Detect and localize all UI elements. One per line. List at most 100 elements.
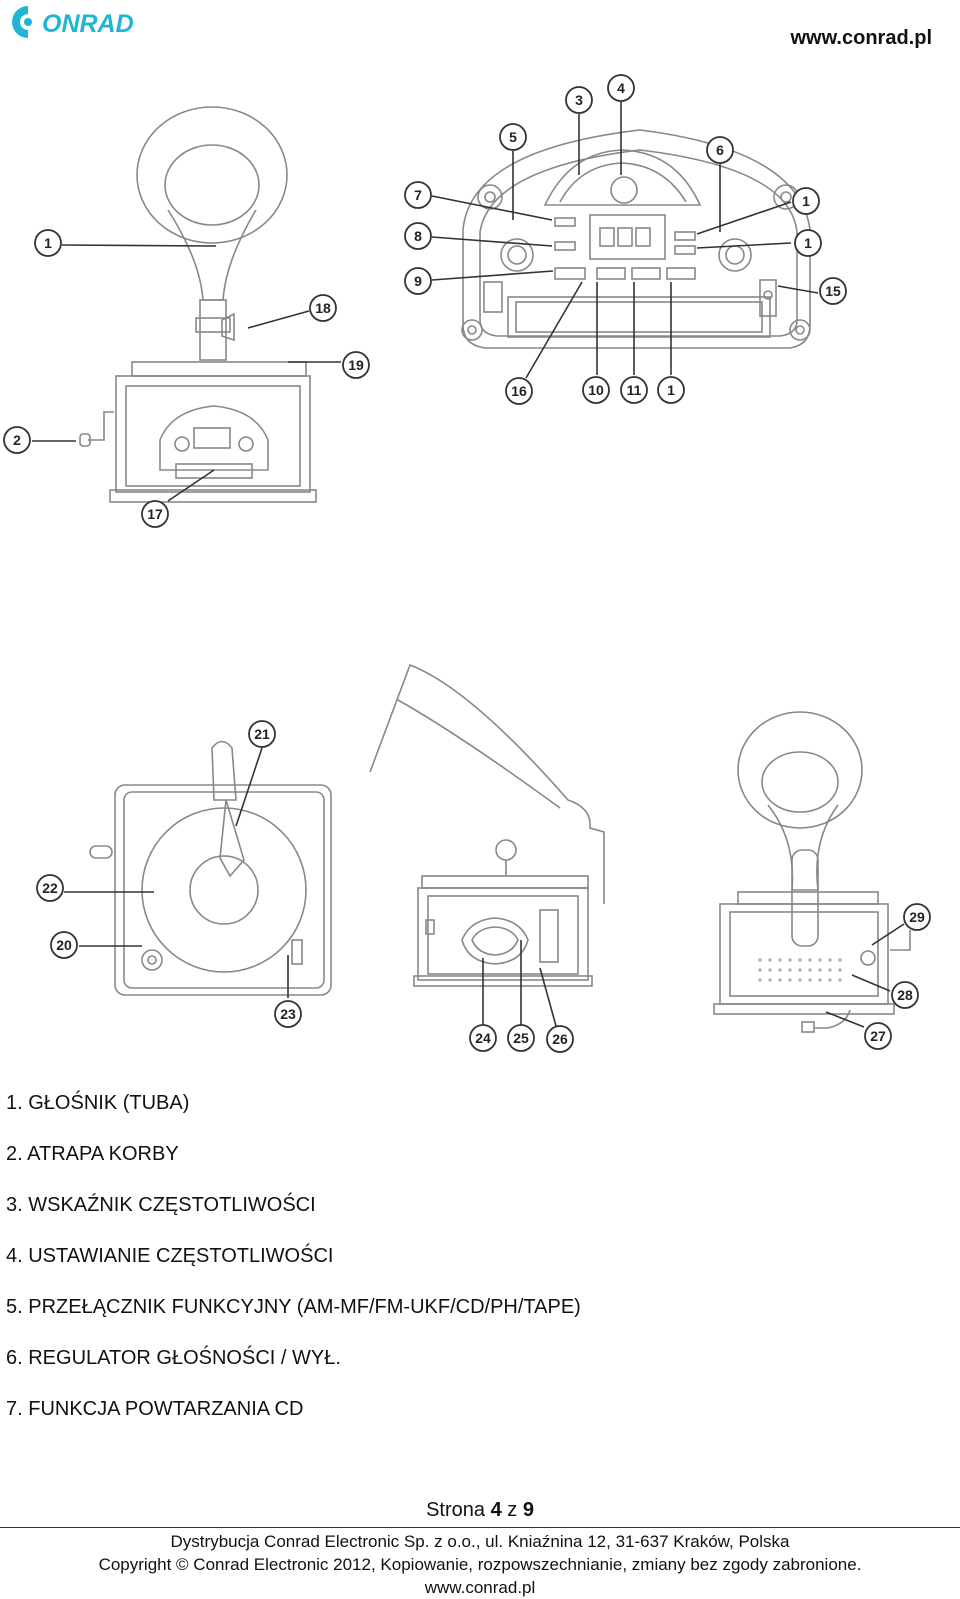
- legend-item: 4. USTAWIANIE CZĘSTOTLIWOŚCI: [6, 1245, 334, 1267]
- callout-number: 9: [414, 273, 422, 289]
- callout-circle: [248, 720, 276, 748]
- callout-circle: [469, 1024, 497, 1052]
- callout-circle: [657, 376, 685, 404]
- callout-number: 20: [56, 937, 72, 953]
- site-url[interactable]: www.conrad.pl: [790, 27, 933, 49]
- callout-marker: 24: [469, 1024, 497, 1052]
- callout-number: 16: [511, 383, 527, 399]
- footer-copyright: Copyright © Conrad Electronic 2012, Kopi…: [98, 1555, 862, 1574]
- callout-circle: [507, 1024, 535, 1052]
- callout-number: 1: [667, 382, 675, 398]
- callout-marker: 17: [141, 500, 169, 528]
- legend-item: 1. GŁOŚNIK (TUBA): [6, 1092, 190, 1114]
- callout-number: 18: [315, 300, 331, 316]
- conrad-logo: ONRAD: [12, 6, 134, 38]
- page-label: Strona: [426, 1499, 485, 1521]
- callout-marker: 4: [607, 74, 635, 102]
- callout-number: 21: [254, 726, 270, 742]
- callout-number: 1: [802, 193, 810, 209]
- callout-number: 1: [804, 235, 812, 251]
- callout-marker: 11: [620, 376, 648, 404]
- callout-marker: 10: [582, 376, 610, 404]
- callout-marker: 19: [342, 351, 370, 379]
- horn-bell: [136, 106, 288, 244]
- callout-number: 25: [513, 1030, 529, 1046]
- callout-circle: [34, 229, 62, 257]
- callout-circle: [546, 1025, 574, 1053]
- callout-circle: [404, 267, 432, 295]
- callout-number: 4: [617, 80, 625, 96]
- callout-marker: 20: [50, 931, 78, 959]
- page-current: 4: [490, 1499, 502, 1521]
- callout-number: 11: [627, 382, 642, 398]
- callout-circle: [404, 222, 432, 250]
- callout-marker: 25: [507, 1024, 535, 1052]
- legend-item: 2. ATRAPA KORBY: [6, 1143, 179, 1165]
- callout-marker: 1: [792, 187, 820, 215]
- callout-circle: [794, 229, 822, 257]
- page-number: Strona 4 z 9: [0, 1499, 960, 1522]
- callout-number: 10: [588, 382, 604, 398]
- callout-marker: 3: [565, 86, 593, 114]
- svg-text:ONRAD: ONRAD: [42, 10, 134, 38]
- callout-number: 17: [147, 506, 163, 522]
- callout-circle: [864, 1022, 892, 1050]
- callout-circle: [141, 500, 169, 528]
- callout-marker: 1: [794, 229, 822, 257]
- legend-item: 3. WSKAŹNIK CZĘSTOTLIWOŚCI: [6, 1194, 316, 1216]
- callout-number: 1: [44, 235, 52, 251]
- callout-marker: 26: [546, 1025, 574, 1053]
- callout-number: 23: [280, 1006, 296, 1022]
- footer: Dystrybucja Conrad Electronic Sp. z o.o.…: [0, 1530, 960, 1599]
- callout-circle: [582, 376, 610, 404]
- legend-list: 1. GŁOŚNIK (TUBA) 2. ATRAPA KORBY 3. WSK…: [6, 1090, 581, 1447]
- callout-circle: [499, 123, 527, 151]
- callout-marker: 28: [891, 981, 919, 1009]
- callout-number: 2: [13, 432, 21, 448]
- callout-circle: [565, 86, 593, 114]
- callout-circle: [607, 74, 635, 102]
- leader-lines: [32, 102, 905, 1028]
- callout-marker: 18: [309, 294, 337, 322]
- callout-marker: 29: [903, 903, 931, 931]
- callout-number: 27: [870, 1028, 886, 1044]
- callout-marker: 8: [404, 222, 432, 250]
- callout-marker: 23: [274, 1000, 302, 1028]
- page-total: 9: [522, 1499, 534, 1521]
- footer-address: Dystrybucja Conrad Electronic Sp. z o.o.…: [170, 1532, 790, 1551]
- callout-circle: [50, 931, 78, 959]
- legend-item: 5. PRZEŁĄCZNIK FUNKCYJNY (AM-MF/FM-UKF/C…: [6, 1296, 581, 1318]
- callout-circle: [36, 874, 64, 902]
- callout-circle: [505, 377, 533, 405]
- footer-url[interactable]: www.conrad.pl: [424, 1578, 536, 1597]
- callout-marker: 22: [36, 874, 64, 902]
- callout-marker: 1: [657, 376, 685, 404]
- callout-marker: 6: [706, 136, 734, 164]
- callout-circle: [3, 426, 31, 454]
- callout-circle: [819, 277, 847, 305]
- callout-marker: 2: [3, 426, 31, 454]
- callout-marker: 1: [34, 229, 62, 257]
- callout-marker: 27: [864, 1022, 892, 1050]
- callout-number: 8: [414, 228, 422, 244]
- callout-marker: 7: [404, 181, 432, 209]
- product-diagram: 1345678911151610111181921721222023242526…: [3, 74, 931, 1053]
- callout-number: 5: [509, 129, 517, 145]
- callout-circle: [404, 181, 432, 209]
- speaker-grille: [758, 958, 842, 982]
- footer-rule: [0, 1527, 960, 1528]
- callout-number: 28: [897, 987, 913, 1003]
- callout-marker: 16: [505, 377, 533, 405]
- page-sep: z: [507, 1499, 518, 1521]
- callout-marker: 5: [499, 123, 527, 151]
- callout-number: 24: [475, 1030, 491, 1046]
- callout-marker: 9: [404, 267, 432, 295]
- callout-number: 26: [552, 1031, 568, 1047]
- callout-marker: 15: [819, 277, 847, 305]
- callout-number: 19: [348, 357, 364, 373]
- callout-circle: [903, 903, 931, 931]
- callout-circle: [342, 351, 370, 379]
- callout-circle: [891, 981, 919, 1009]
- callout-number: 3: [575, 92, 583, 108]
